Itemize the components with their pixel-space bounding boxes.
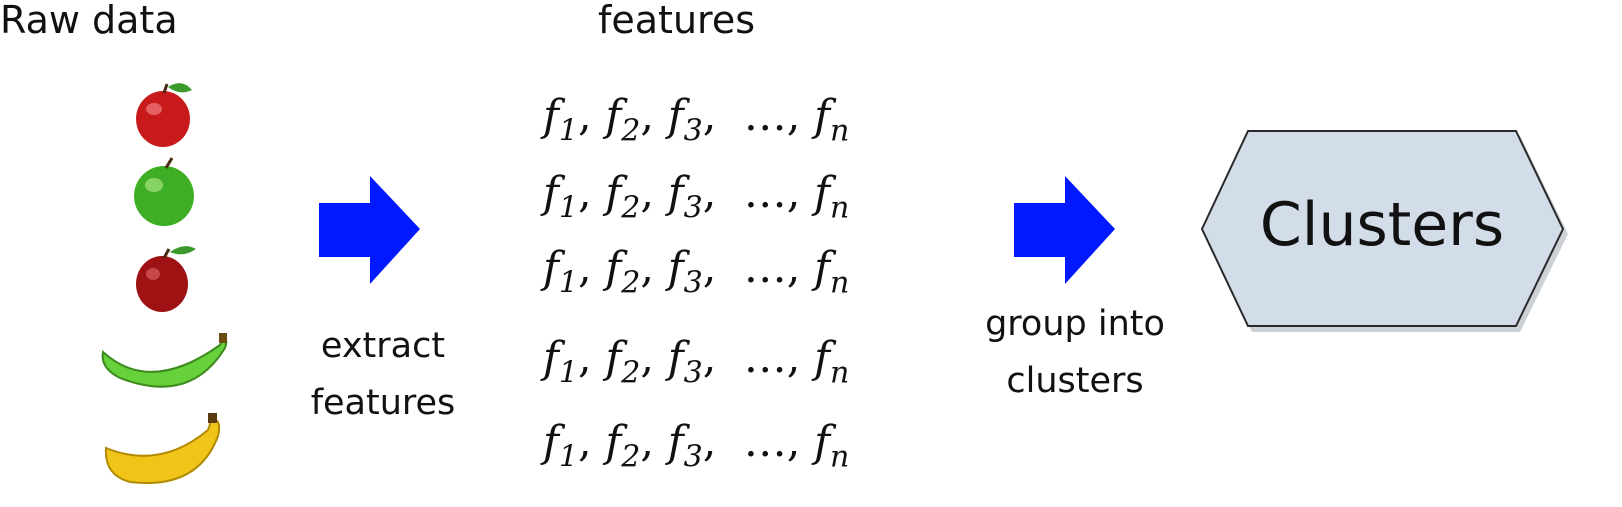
feature-row: f1, f2, f3, …, fn [543,417,850,475]
yellow-banana-icon [104,413,221,484]
extract-caption-line-2: features [310,383,456,423]
feature-row: f1, f2, f3, …, fn [543,91,850,149]
feature-row: f1, f2, f3, …, fn [543,168,850,226]
feature-row: f1, f2, f3, …, fn [543,333,850,391]
feature-row: f1, f2, f3, …, fn [543,243,850,301]
extract-caption-line-1: extract [320,326,446,366]
clusters-hexagon [1200,130,1565,327]
extract-features-caption: extract features [298,318,468,432]
dark-red-apple-icon [136,246,196,312]
extract-arrow-icon [319,176,420,284]
raw-data-title: Raw data [0,0,178,42]
features-title: features [598,0,755,42]
group-caption-line-2: clusters [1006,361,1144,401]
group-caption-line-1: group into [985,304,1165,344]
red-apple-icon [136,83,192,147]
group-into-clusters-caption: group into clusters [975,296,1175,410]
green-banana-icon [101,333,228,388]
green-apple-icon [134,157,194,226]
group-arrow-icon [1014,176,1115,284]
clusters-label: Clusters [1259,190,1505,260]
